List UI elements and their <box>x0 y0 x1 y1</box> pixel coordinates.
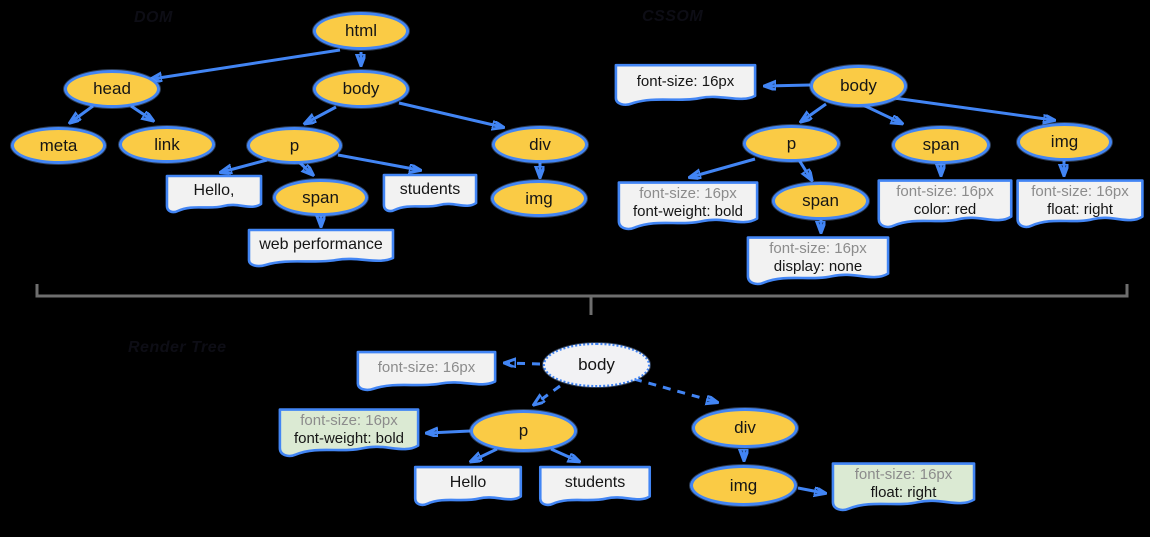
node-label: body <box>840 76 877 95</box>
css-rule-line: color: red <box>913 200 977 218</box>
css-rule-line: font-size: 16px <box>300 411 398 429</box>
cssom-rule-span: font-size: 16px color: red <box>876 178 1014 232</box>
css-rule-line: font-size: 16px <box>769 239 867 257</box>
dom-node-span: span <box>273 179 368 216</box>
node-label: div <box>529 134 551 154</box>
css-rule-line: font-size: 16px <box>639 184 737 202</box>
cssom-node-img: img <box>1017 123 1112 161</box>
node-label: head <box>93 79 131 98</box>
dom-textnode-students: students <box>382 173 478 215</box>
dom-node-img: img <box>491 180 587 217</box>
css-rule-line: font-size: 16px <box>854 465 953 483</box>
render-node-img: img <box>690 465 797 506</box>
node-label: img <box>729 475 758 495</box>
flag-shape <box>613 63 758 109</box>
node-label: span <box>802 191 839 210</box>
dom-node-html: html <box>313 12 409 50</box>
flag-shape <box>616 180 760 234</box>
node-label: p <box>289 135 300 155</box>
css-rule-line: font-size: 16px <box>1031 182 1129 200</box>
flag-shape <box>538 465 652 509</box>
dom-label: DOM <box>134 9 173 26</box>
render-style-img: font-size: 16px float: right <box>830 461 977 515</box>
render-node-body: body <box>543 343 650 387</box>
cssom-rule-p: font-size: 16px font-weight: bold <box>616 180 760 234</box>
render-node-div: div <box>692 408 798 448</box>
flag-shape <box>745 235 891 289</box>
flag-shape <box>830 461 977 515</box>
flag-shape <box>277 407 421 461</box>
cssom-node-span: span <box>892 126 990 164</box>
flag-shape <box>246 228 396 270</box>
css-rule-line: font-size: 16px <box>636 72 735 90</box>
cssom-node-p: p <box>743 125 840 162</box>
css-rule-line: font-size: 16px <box>377 358 476 376</box>
css-rule-line: font-size: 16px <box>896 182 994 200</box>
node-label: img <box>525 188 553 208</box>
flag-shape <box>876 178 1014 232</box>
node-label: p <box>518 421 529 440</box>
node-label: body <box>342 79 380 98</box>
dom-textnode-web-performance: web performance <box>246 228 396 270</box>
node-label: p <box>786 133 797 153</box>
node-label: img <box>1050 132 1079 151</box>
dom-node-div: div <box>492 126 588 163</box>
cssom-node-body: body <box>810 65 907 107</box>
text-node-label: Hello, <box>193 181 235 199</box>
dom-node-link: link <box>119 126 215 163</box>
dom-textnode-hello: Hello, <box>165 174 263 216</box>
cssom-label: CSSOM <box>642 8 704 25</box>
cssom-rule-body: font-size: 16px <box>613 63 758 109</box>
flag-shape <box>413 465 523 509</box>
css-rule-line: display: none <box>773 257 863 275</box>
brace <box>35 284 1129 298</box>
node-label: div <box>734 418 756 437</box>
dom-node-body: body <box>313 70 409 108</box>
flag-shape <box>382 173 478 215</box>
cssom-rule-span-in-p: font-size: 16px display: none <box>745 235 891 289</box>
css-rule-line: font-weight: bold <box>293 429 405 447</box>
dom-node-p: p <box>247 127 342 164</box>
node-label: span <box>922 135 960 154</box>
flag-shape <box>165 174 263 216</box>
css-rule-line: float: right <box>870 483 937 501</box>
render-textnode-hello: Hello <box>413 465 523 509</box>
text-node-label: web performance <box>259 235 383 253</box>
text-node-label: students <box>564 473 626 491</box>
cssom-node-span-in-p: span <box>772 182 869 220</box>
dom-node-meta: meta <box>11 127 106 164</box>
node-label: link <box>154 134 180 154</box>
flag-shape <box>355 350 498 394</box>
render-tree-label: Render Tree <box>128 339 227 356</box>
render-node-p: p <box>470 410 577 452</box>
css-rule-line: float: right <box>1047 200 1113 218</box>
node-label: html <box>344 21 378 40</box>
render-style-p: font-size: 16px font-weight: bold <box>277 407 421 461</box>
css-rule-line: font-weight: bold <box>632 202 744 220</box>
cssom-rule-img: font-size: 16px float: right <box>1015 178 1145 232</box>
node-label: span <box>302 187 339 207</box>
render-textnode-students: students <box>538 465 652 509</box>
node-label: body <box>578 355 615 374</box>
render-style-body: font-size: 16px <box>355 350 498 394</box>
text-node-label: Hello <box>449 473 487 491</box>
text-node-label: students <box>399 180 461 198</box>
flag-shape <box>1015 178 1145 232</box>
node-label: meta <box>39 135 78 155</box>
dom-node-head: head <box>64 70 160 108</box>
